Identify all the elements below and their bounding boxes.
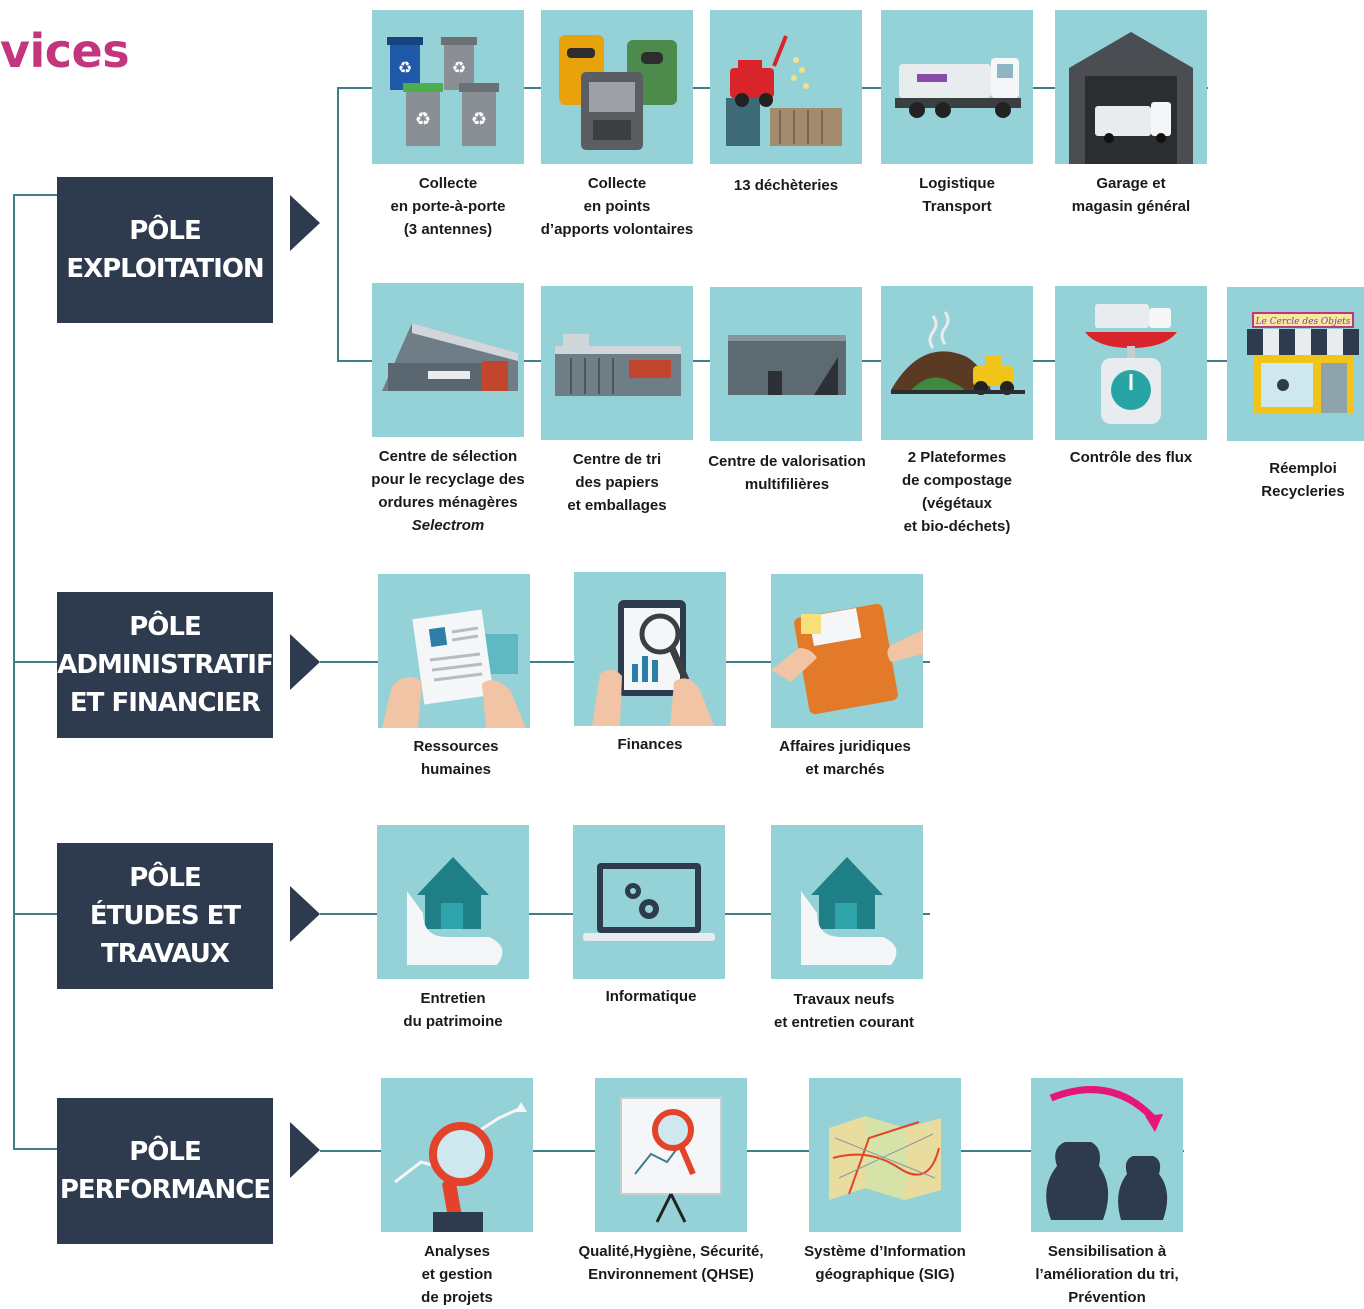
weighing-scale-icon [1055, 286, 1207, 440]
label-centre-valorisation: Centre de valorisation multifilières [708, 453, 866, 493]
pole-exploitation-arrow [290, 195, 320, 251]
label-centre-tri: Centre de tri des papiers et emballages [567, 451, 667, 514]
pole-exploitation: PÔLE EXPLOITATION [57, 177, 273, 323]
label-decheteries: 13 déchèteries [733, 177, 839, 194]
shop-icon: Le Cercle des Objets [1227, 287, 1364, 441]
label-collecte-points-apports: Collecte en points d’apports volontaires [540, 175, 694, 238]
svg-text:♻: ♻ [415, 109, 431, 129]
map-icon [809, 1078, 961, 1232]
laptop-gears-icon [573, 825, 725, 979]
label-logistique: Logistique Transport [919, 175, 995, 215]
house-hand-icon [377, 825, 529, 979]
label-entretien-patrimoine: Entretien du patrimoine [403, 990, 503, 1030]
pole-etudes: PÔLE ÉTUDES ET TRAVAUX [57, 843, 273, 989]
svg-text:♻: ♻ [471, 109, 487, 129]
label-qhse: Qualité,Hygiène, Sécurité, Environnement… [578, 1243, 764, 1283]
pole-performance: PÔLE PERFORMANCE [57, 1098, 273, 1244]
label-analyses: Analyses et gestion de projets [421, 1243, 493, 1306]
magnifier-chart-icon [381, 1078, 533, 1232]
label-controle-flux: Contrôle des flux [1069, 449, 1193, 466]
svg-text:♻: ♻ [398, 60, 412, 77]
label-garage: Garage et magasin général [1071, 175, 1191, 215]
house-hand-icon [771, 825, 923, 979]
pole-etudes-arrow [290, 886, 320, 942]
page-title: vices [0, 24, 130, 78]
pole-administratif-arrow [290, 634, 320, 690]
folder-icon [771, 574, 923, 728]
finance-icon [574, 572, 726, 726]
label-travaux-neufs: Travaux neufs et entretien courant [773, 991, 915, 1031]
recovery-plant-icon [710, 287, 862, 441]
label-sig: Système d’Information géographique (SIG) [804, 1243, 966, 1283]
selection-plant-icon [372, 283, 524, 437]
bins-icon: ♻ ♻ ♻ ♻ [372, 10, 524, 164]
label-collecte-porte-a-porte: Collecte en porte-à-porte (3 antennes) [390, 175, 506, 238]
garage-icon [1055, 10, 1207, 164]
shop-sign: Le Cercle des Objets [1255, 317, 1351, 327]
svg-text:♻: ♻ [452, 60, 466, 77]
pole-administratif: PÔLE ADMINISTRATIF ET FINANCIER [57, 592, 274, 738]
label-compostage: 2 Plateformes de compostage (végétaux et… [901, 449, 1013, 535]
sorting-plant-icon [541, 286, 693, 440]
label-selectrom: Selectrom [411, 517, 485, 534]
recycling-centre-icon [710, 10, 862, 164]
label-centre-selection: Centre de sélection pour le recyclage de… [371, 448, 525, 534]
truck-icon [881, 10, 1033, 164]
board-magnifier-icon [595, 1078, 747, 1232]
label-ressources-humaines: Ressources humaines [413, 738, 499, 778]
label-informatique: Informatique [605, 988, 697, 1005]
label-sensibilisation: Sensibilisation à l’amélioration du tri,… [1035, 1243, 1179, 1306]
pole-performance-arrow [290, 1122, 320, 1178]
resume-icon [378, 574, 530, 728]
label-affaires-juridiques: Affaires juridiques et marchés [779, 738, 911, 778]
collection-containers-icon [541, 10, 693, 164]
waste-bags-icon [1031, 1078, 1183, 1232]
compost-icon [881, 286, 1033, 440]
label-reemploi: Réemploi Recycleries [1261, 460, 1345, 500]
label-finances: Finances [617, 736, 683, 753]
